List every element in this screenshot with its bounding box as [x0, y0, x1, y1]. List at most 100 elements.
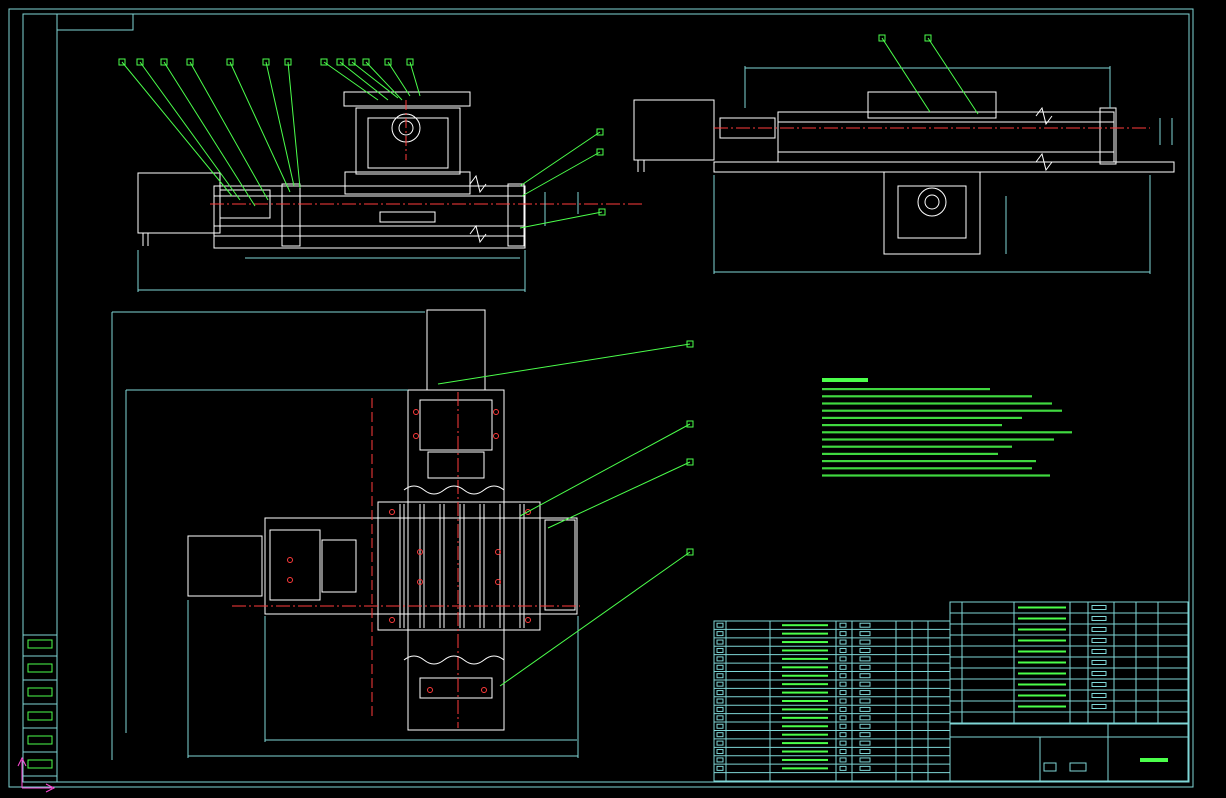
x-coupling	[321, 539, 357, 593]
leader-line	[163, 61, 256, 207]
parts-item-number	[716, 749, 724, 755]
lower-screw-core	[924, 194, 940, 210]
side-end-bearing	[1099, 107, 1117, 165]
lower-carriage	[883, 171, 981, 255]
parts-item-number	[716, 639, 724, 645]
break-line	[1035, 152, 1053, 172]
title-value-box	[1091, 693, 1107, 698]
lower-screw-section	[917, 187, 947, 217]
parts-item-number	[716, 723, 724, 729]
balloon-tag	[924, 34, 932, 42]
strip-label-box	[27, 711, 53, 721]
plan-view-leaders	[437, 340, 694, 687]
note-line	[822, 424, 1002, 427]
drawing-frame	[8, 8, 1194, 788]
parts-qty	[839, 664, 847, 670]
side-table	[867, 91, 997, 119]
balloon-tag	[686, 458, 694, 466]
parts-material	[859, 706, 871, 712]
note-line	[822, 452, 998, 455]
bolt-hole	[495, 579, 501, 585]
leader-line	[339, 61, 389, 101]
note-line	[822, 395, 1032, 398]
parts-qty	[839, 706, 847, 712]
title-block-frame	[949, 601, 1189, 782]
break-line	[1035, 106, 1053, 126]
balloon-tag	[596, 148, 604, 156]
parts-qty	[839, 681, 847, 687]
bolt-hole	[525, 617, 531, 623]
balloon-tag	[186, 58, 194, 66]
parts-qty	[839, 732, 847, 738]
leader-line	[265, 61, 295, 187]
y-end-bearing	[419, 677, 493, 699]
title-value-box	[1091, 605, 1107, 610]
parts-qty	[839, 690, 847, 696]
parts-qty	[839, 622, 847, 628]
title-sheet-box	[1069, 762, 1087, 772]
title-text-mark	[1018, 705, 1066, 708]
plan-dimensions	[111, 311, 579, 760]
leader-line	[881, 37, 931, 113]
leader-line	[499, 551, 691, 687]
x-bearing-block	[269, 529, 321, 601]
leader-line	[351, 61, 399, 99]
plan-view	[111, 309, 580, 760]
table-t-slots	[399, 504, 525, 628]
bolt-hole	[287, 577, 293, 583]
parts-name-text	[782, 733, 828, 736]
parts-qty	[839, 631, 847, 637]
parts-material	[859, 715, 871, 721]
break-line	[469, 174, 487, 194]
side-dimensions	[713, 66, 1173, 274]
break-line	[403, 655, 505, 665]
bearing-seat	[281, 183, 301, 247]
parts-name-text	[782, 632, 828, 635]
break-line	[403, 485, 505, 495]
bolt-hole	[427, 687, 433, 693]
parts-name-text	[782, 725, 828, 728]
strip-label-box	[27, 735, 53, 745]
parts-name-text	[782, 691, 828, 694]
balloon-tag	[160, 58, 168, 66]
title-text-mark	[1018, 694, 1066, 697]
title-value-box	[1091, 671, 1107, 676]
parts-qty	[839, 740, 847, 746]
base-housing	[213, 185, 526, 237]
parts-name-text	[782, 674, 828, 677]
parts-name-text	[782, 767, 828, 770]
parts-material	[859, 765, 871, 771]
outer-border	[8, 8, 1194, 788]
parts-material	[859, 749, 871, 755]
parts-name-text	[782, 624, 828, 627]
parts-item-number	[716, 656, 724, 662]
note-line	[822, 416, 1022, 419]
bolt-hole	[417, 579, 423, 585]
note-line	[822, 467, 1032, 470]
title-value-box	[1091, 682, 1107, 687]
parts-list-table	[713, 620, 951, 782]
leader-line	[547, 461, 691, 529]
note-line	[822, 409, 1062, 412]
note-line	[822, 431, 1072, 434]
side-view-leaders	[878, 34, 979, 115]
note-line	[822, 460, 1036, 463]
balloon-tag	[320, 58, 328, 66]
parts-material	[859, 690, 871, 696]
parts-item-number	[716, 664, 724, 670]
inner-border	[22, 13, 1190, 783]
technical-requirements-notes	[822, 378, 1072, 477]
balloon-tag	[226, 58, 234, 66]
parts-item-number	[716, 698, 724, 704]
balloon-tag	[362, 58, 370, 66]
ball-nut	[379, 211, 436, 223]
parts-name-text	[782, 683, 828, 686]
balloon-tag	[598, 208, 606, 216]
side-housing	[777, 111, 1115, 163]
parts-item-number	[716, 622, 724, 628]
title-value-box	[1091, 627, 1107, 632]
parts-item-number	[716, 673, 724, 679]
title-value-box	[1091, 616, 1107, 621]
